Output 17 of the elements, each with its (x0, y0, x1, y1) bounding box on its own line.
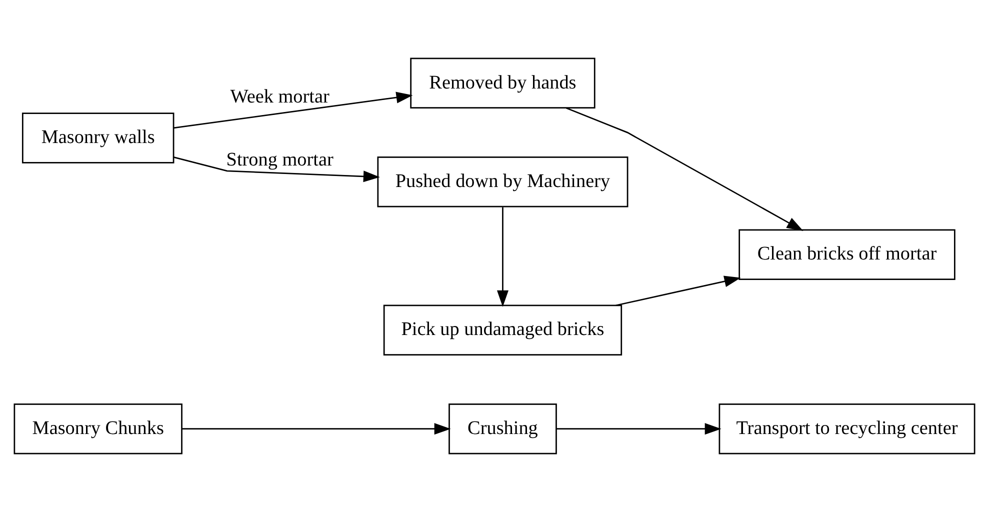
arrow (496, 207, 508, 307)
arrow (174, 92, 413, 129)
node-box: Clean bricks off mortar (738, 229, 956, 280)
node-box: Removed by hands (410, 58, 596, 109)
edge-label: Week mortar (230, 86, 330, 108)
node-box: Masonry walls (22, 112, 174, 164)
arrow (616, 276, 741, 306)
arrow (566, 107, 804, 231)
arrow (556, 423, 722, 435)
node-box: Pushed down by Machinery (377, 156, 628, 208)
arrow (174, 156, 380, 182)
edge-label: Strong mortar (226, 150, 334, 171)
arrow (182, 423, 451, 435)
node-box: Crushing (448, 403, 557, 454)
node-box: Pick up undamaged bricks (383, 304, 622, 356)
node-box: Transport to recycling center (718, 403, 976, 454)
node-box: Masonry Chunks (14, 403, 182, 454)
